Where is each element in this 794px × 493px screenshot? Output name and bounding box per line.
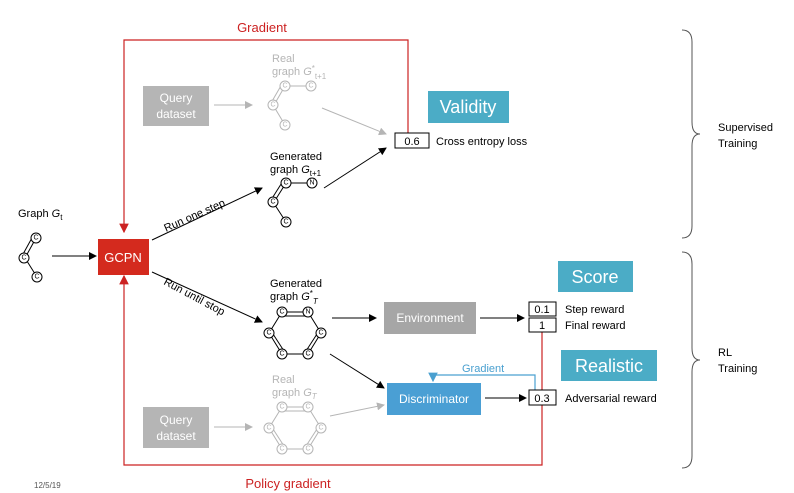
loss-value-box <box>394 132 430 149</box>
adversarial-reward-value: 0.3 <box>534 393 549 405</box>
query-dataset-box-top <box>143 86 209 126</box>
svg-text:C: C <box>283 180 288 187</box>
score-label: Score <box>571 267 618 287</box>
rl-brace <box>681 251 701 469</box>
cross-entropy-label: Cross entropy loss <box>436 136 528 148</box>
supervised-label-2: Training <box>718 138 757 150</box>
validity-badge <box>428 91 509 123</box>
query-dataset-box-bottom <box>143 407 209 448</box>
svg-text:C: C <box>282 122 287 129</box>
adversarial-reward-label: Adversarial reward <box>565 393 657 405</box>
rl-label-2: Training <box>718 363 757 375</box>
svg-text:N: N <box>309 180 314 187</box>
generated-to-loss-arrow <box>323 147 387 189</box>
real-graph-T-label-2: graph GT <box>272 387 318 401</box>
supervised-label-1: Supervised <box>718 122 773 134</box>
svg-text:C: C <box>305 446 310 453</box>
score-badge <box>558 261 633 292</box>
gradient-loop-line <box>119 39 409 234</box>
svg-text:C: C <box>318 330 323 337</box>
run-one-step-arrow <box>151 187 263 241</box>
real-molecule-top: C C C C <box>267 80 317 131</box>
generated-molecule-t1: C N C C <box>267 177 318 228</box>
svg-text:C: C <box>279 309 284 316</box>
svg-text:C: C <box>305 404 310 411</box>
svg-text:C: C <box>279 404 284 411</box>
environment-label: Environment <box>396 311 464 325</box>
svg-text:C: C <box>279 351 284 358</box>
svg-text:C: C <box>34 274 39 281</box>
svg-text:C: C <box>282 83 287 90</box>
step-reward-value: 0.1 <box>534 304 549 316</box>
svg-text:C: C <box>266 330 271 337</box>
slide-date: 12/5/19 <box>34 481 61 490</box>
rl-label-1: RL <box>718 347 732 359</box>
generated-to-disc-arrow <box>329 353 385 389</box>
svg-text:C: C <box>270 199 275 206</box>
discriminator-box <box>387 383 481 415</box>
supervised-brace <box>681 29 701 239</box>
loss-value: 0.6 <box>404 136 419 148</box>
generated-graph-t1-label-1: Generated <box>270 151 322 163</box>
query-dataset-label-bottom-1: Query <box>160 413 193 427</box>
policy-gradient-label: Policy gradient <box>245 476 331 491</box>
svg-text:C: C <box>305 351 310 358</box>
svg-text:C: C <box>270 102 275 109</box>
generated-graph-t1-label-2: graph Gt+1 <box>270 164 322 178</box>
discriminator-label: Discriminator <box>399 392 469 406</box>
query-dataset-label-top-1: Query <box>160 91 193 105</box>
validity-label: Validity <box>440 97 497 117</box>
step-reward-label: Step reward <box>565 304 624 316</box>
blue-gradient-line <box>428 372 536 392</box>
real-to-disc-arrow <box>329 402 385 417</box>
svg-text:C: C <box>33 235 38 242</box>
final-reward-box <box>528 317 557 333</box>
svg-text:C: C <box>308 83 313 90</box>
query-dataset-label-bottom-2: dataset <box>156 429 196 443</box>
real-molecule-bottom: C C C C C C <box>263 401 327 455</box>
svg-text:C: C <box>279 446 284 453</box>
svg-text:C: C <box>318 425 323 432</box>
run-until-stop-arrow <box>151 271 263 323</box>
gcpn-box <box>98 239 149 275</box>
step-reward-box <box>528 301 557 317</box>
generated-graph-T-label-1: Generated <box>270 278 322 290</box>
generated-graph-T-label-2: graph G*T <box>270 289 319 306</box>
real-graph-t1-label-2: graph G*t+1 <box>272 64 327 81</box>
svg-text:C: C <box>266 425 271 432</box>
svg-text:N: N <box>305 309 310 316</box>
gcpn-label: GCPN <box>104 250 142 265</box>
generated-molecule-T: C N C C C C <box>263 306 327 360</box>
real-graph-t1-label-1: Real <box>272 53 295 65</box>
query-dataset-label-top-2: dataset <box>156 107 196 121</box>
final-reward-value: 1 <box>539 320 545 332</box>
real-graph-T-label-1: Real <box>272 374 295 386</box>
realistic-badge <box>561 350 657 381</box>
adversarial-reward-box <box>528 389 557 406</box>
svg-text:C: C <box>21 255 26 262</box>
real-to-loss-arrow <box>321 107 387 136</box>
final-reward-label: Final reward <box>565 320 626 332</box>
input-molecule: C C C <box>18 232 43 283</box>
realistic-label: Realistic <box>575 356 643 376</box>
run-until-stop-label: Run until stop <box>162 276 227 318</box>
blue-gradient-label: Gradient <box>462 363 504 375</box>
run-one-step-label: Run one step <box>162 197 227 235</box>
svg-text:C: C <box>283 219 288 226</box>
environment-box <box>384 302 476 334</box>
gradient-label: Gradient <box>237 20 287 35</box>
input-graph-label: Graph Gt <box>18 208 63 222</box>
